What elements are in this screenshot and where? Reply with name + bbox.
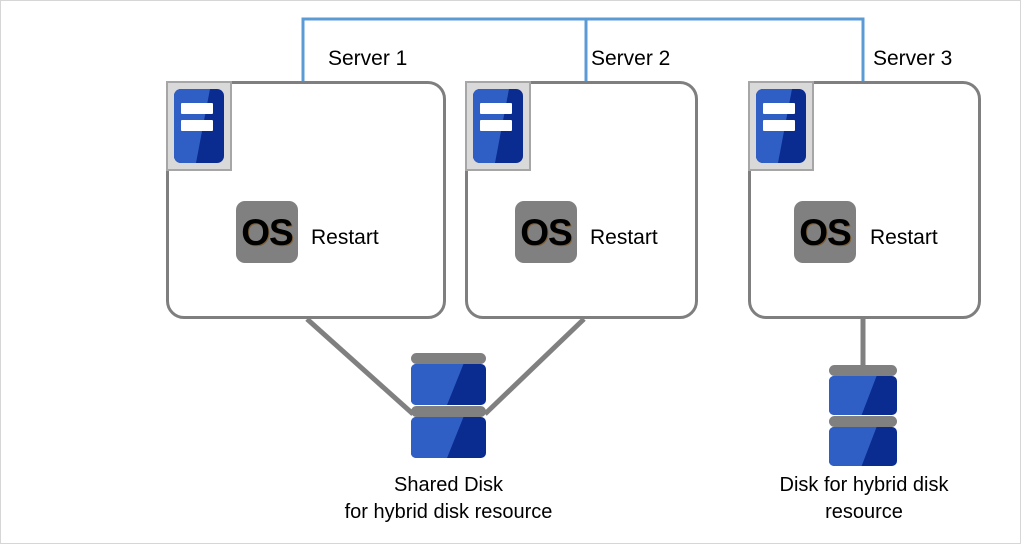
shared-disk-caption: Shared Disk for hybrid disk resource bbox=[296, 472, 601, 526]
server-label-3: Server 3 bbox=[873, 47, 953, 70]
server-label-2: Server 2 bbox=[591, 47, 671, 70]
shared-disk-caption-line2: for hybrid disk resource bbox=[344, 501, 553, 523]
shared-disk-connectors bbox=[305, 317, 586, 416]
server-status-2: Restart bbox=[590, 226, 658, 249]
shared-disk-caption-line1: Shared Disk bbox=[394, 474, 503, 496]
os-badge-3: OS bbox=[794, 201, 856, 263]
server-status-3: Restart bbox=[870, 226, 938, 249]
hybrid-disk-caption-line1: Disk for hybrid disk bbox=[779, 474, 949, 496]
server-status-1: Restart bbox=[311, 226, 379, 249]
hybrid-disk-icon bbox=[829, 365, 897, 466]
server-machine-icon-3 bbox=[748, 81, 814, 171]
shared-disk-icon bbox=[411, 353, 486, 458]
os-badge-1: OS bbox=[236, 201, 298, 263]
hybrid-disk-caption: Disk for hybrid disk resource bbox=[739, 472, 989, 526]
hybrid-disk-caption-line2: resource bbox=[825, 501, 903, 523]
server-machine-icon-2 bbox=[465, 81, 531, 171]
os-badge-2: OS bbox=[515, 201, 577, 263]
server-box-2[interactable] bbox=[465, 81, 698, 319]
cluster-bracket bbox=[301, 17, 865, 81]
server-machine-icon-1 bbox=[166, 81, 232, 171]
server-label-1: Server 1 bbox=[328, 47, 408, 70]
